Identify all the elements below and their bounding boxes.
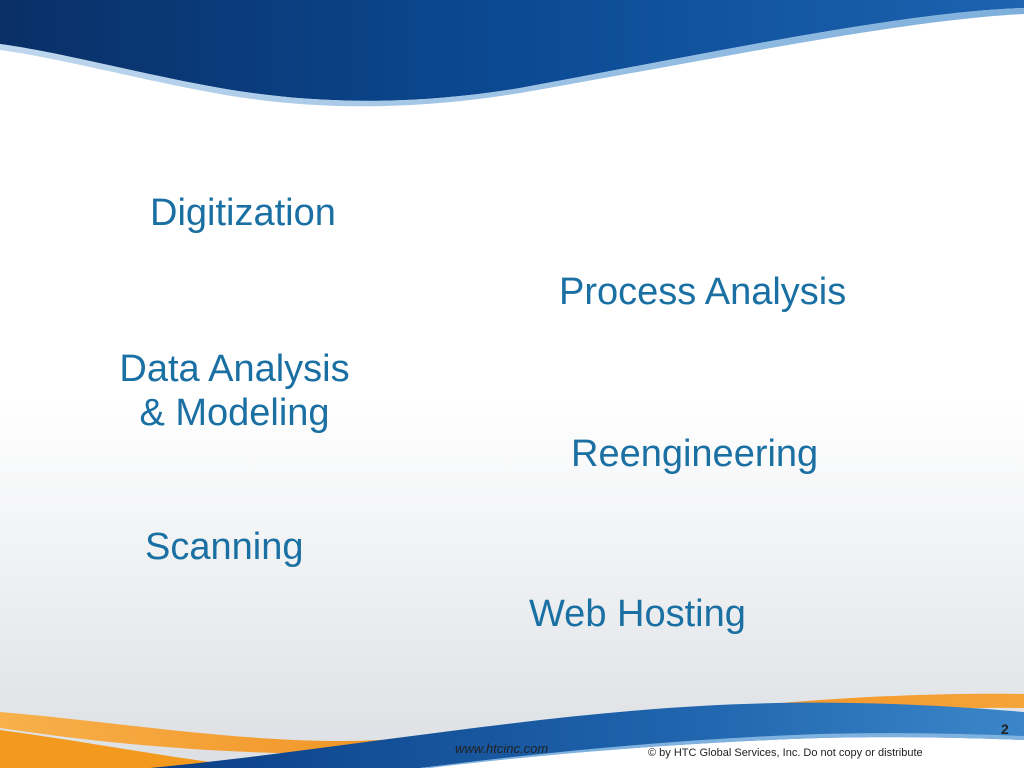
website-link[interactable]: www.htcinc.com xyxy=(455,741,549,756)
modeling-line: & Modeling xyxy=(139,392,330,434)
footer-orange-swoosh-lower xyxy=(0,730,260,768)
reengineering-label: Reengineering xyxy=(571,433,819,475)
footer-white-panel xyxy=(420,737,1024,768)
web-hosting-label: Web Hosting xyxy=(529,593,746,635)
footer-light-band xyxy=(420,733,1024,768)
data-analysis-modeling-label: Data Analysis & Modeling xyxy=(97,347,372,435)
digitization-label: Digitization xyxy=(150,192,336,234)
copyright-notice: © by HTC Global Services, Inc. Do not co… xyxy=(648,747,923,759)
page-number: 2 xyxy=(1001,721,1009,737)
process-analysis-label: Process Analysis xyxy=(559,271,847,313)
header-swoosh-highlight xyxy=(0,8,1024,107)
scanning-label: Scanning xyxy=(145,526,304,568)
data-analysis-line: Data Analysis xyxy=(119,348,350,390)
header-swoosh xyxy=(0,0,1024,101)
